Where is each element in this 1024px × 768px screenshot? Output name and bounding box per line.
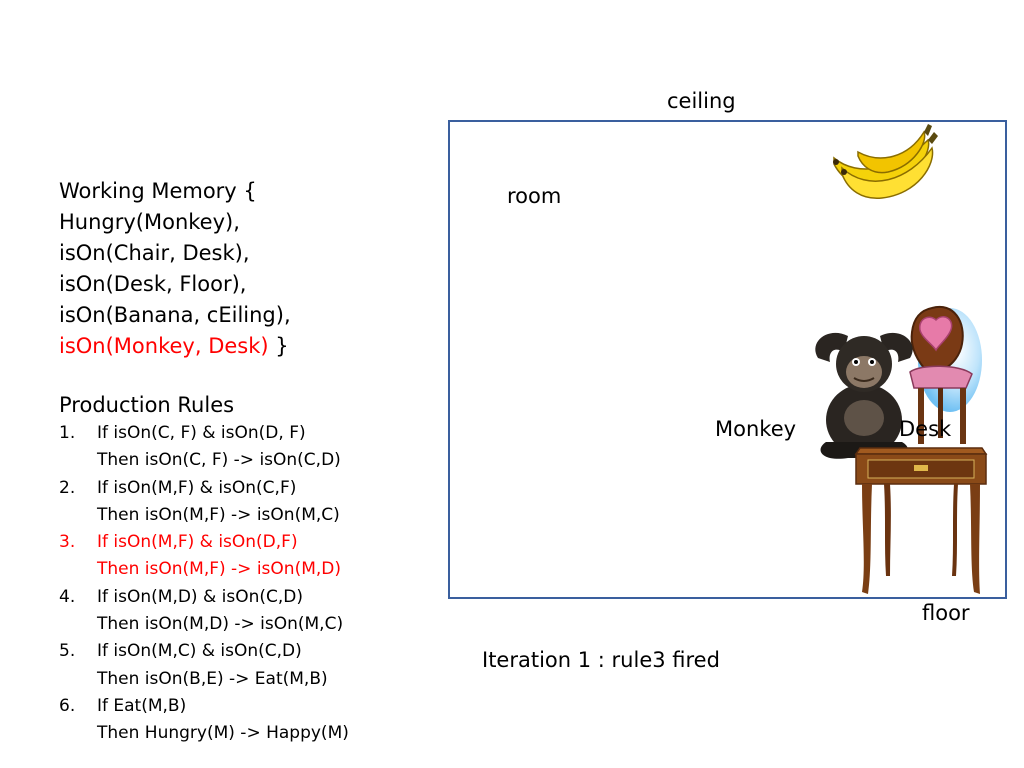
rule-then: Then isOn(C, F) -> isOn(C,D) (97, 450, 341, 471)
rule-number: 2. (59, 477, 76, 498)
rule-then: Then Hungry(M) -> Happy(M) (97, 723, 349, 744)
rule-item: 6. If Eat(M,B) Then Hungry(M) -> Happy(M) (59, 693, 349, 748)
iteration-status: Iteration 1 : rule3 fired (482, 648, 720, 672)
desk-label: Desk (899, 417, 952, 441)
rule-then: Then isOn(M,F) -> isOn(M,D) (97, 559, 341, 580)
rule-number: 1. (59, 423, 76, 443)
floor-label: floor (922, 601, 970, 625)
rule-then: Then isOn(B,E) -> Eat(M,B) (97, 668, 328, 689)
room-frame (448, 120, 1007, 599)
wm-line: isOn(Banana, cEiling), (59, 303, 291, 327)
rule-if: If isOn(M,F) & isOn(D,F) (97, 532, 298, 553)
wm-line: isOn(Desk, Floor), (59, 272, 247, 296)
rule-if: If isOn(M,C) & isOn(C,D) (97, 641, 302, 662)
chair-icon (909, 305, 982, 444)
rule-if: If isOn(M,F) & isOn(C,F) (97, 477, 297, 498)
wm-highlight-fact: isOn(Monkey, Desk) (59, 334, 269, 358)
rule-number: 4. (59, 586, 76, 607)
rule-if: If Eat(M,B) (97, 695, 187, 716)
wm-line: isOn(Chair, Desk), (59, 241, 250, 265)
desk-icon (854, 447, 988, 594)
rule-item: 2. If isOn(M,F) & isOn(C,F) Then isOn(M,F… (59, 475, 349, 530)
rule-if: If isOn(M,D) & isOn(C,D) (97, 586, 303, 607)
monkey-icon (815, 332, 913, 459)
rule-if: If isOn(C, F) & isOn(D, F) (97, 423, 306, 443)
working-memory: Working Memory { Hungry(Monkey), isOn(Ch… (59, 176, 291, 362)
rule-then: Then isOn(M,F) -> isOn(M,C) (97, 504, 340, 525)
monkey-label: Monkey (715, 417, 797, 441)
rule-number: 3. (59, 532, 76, 553)
rule-item: 5. If isOn(M,C) & isOn(C,D) Then isOn(B,E… (59, 638, 349, 693)
wm-last-line: isOn(Monkey, Desk) } (59, 331, 291, 362)
banana-icon (833, 124, 938, 199)
wm-line: Working Memory { (59, 179, 257, 203)
rule-item-fired: 3. If isOn(M,F) & isOn(D,F) Then isOn(M,F… (59, 529, 349, 584)
production-rules-title: Production Rules (59, 393, 235, 417)
ceiling-label: ceiling (667, 89, 736, 113)
wm-closing-brace: } (268, 334, 289, 358)
rule-number: 5. (59, 641, 76, 662)
room-label: room (507, 184, 562, 208)
rule-then: Then isOn(M,D) -> isOn(M,C) (97, 614, 344, 635)
rule-number: 6. (59, 695, 76, 716)
production-rules-list: 1. If isOn(C, F) & isOn(D, F) Then isOn(C… (59, 420, 349, 748)
rule-item: 4. If isOn(M,D) & isOn(C,D) Then isOn(M,D… (59, 584, 349, 639)
wm-line: Hungry(Monkey), (59, 210, 240, 234)
rule-item: 1. If isOn(C, F) & isOn(D, F) Then isOn(C… (59, 420, 349, 475)
